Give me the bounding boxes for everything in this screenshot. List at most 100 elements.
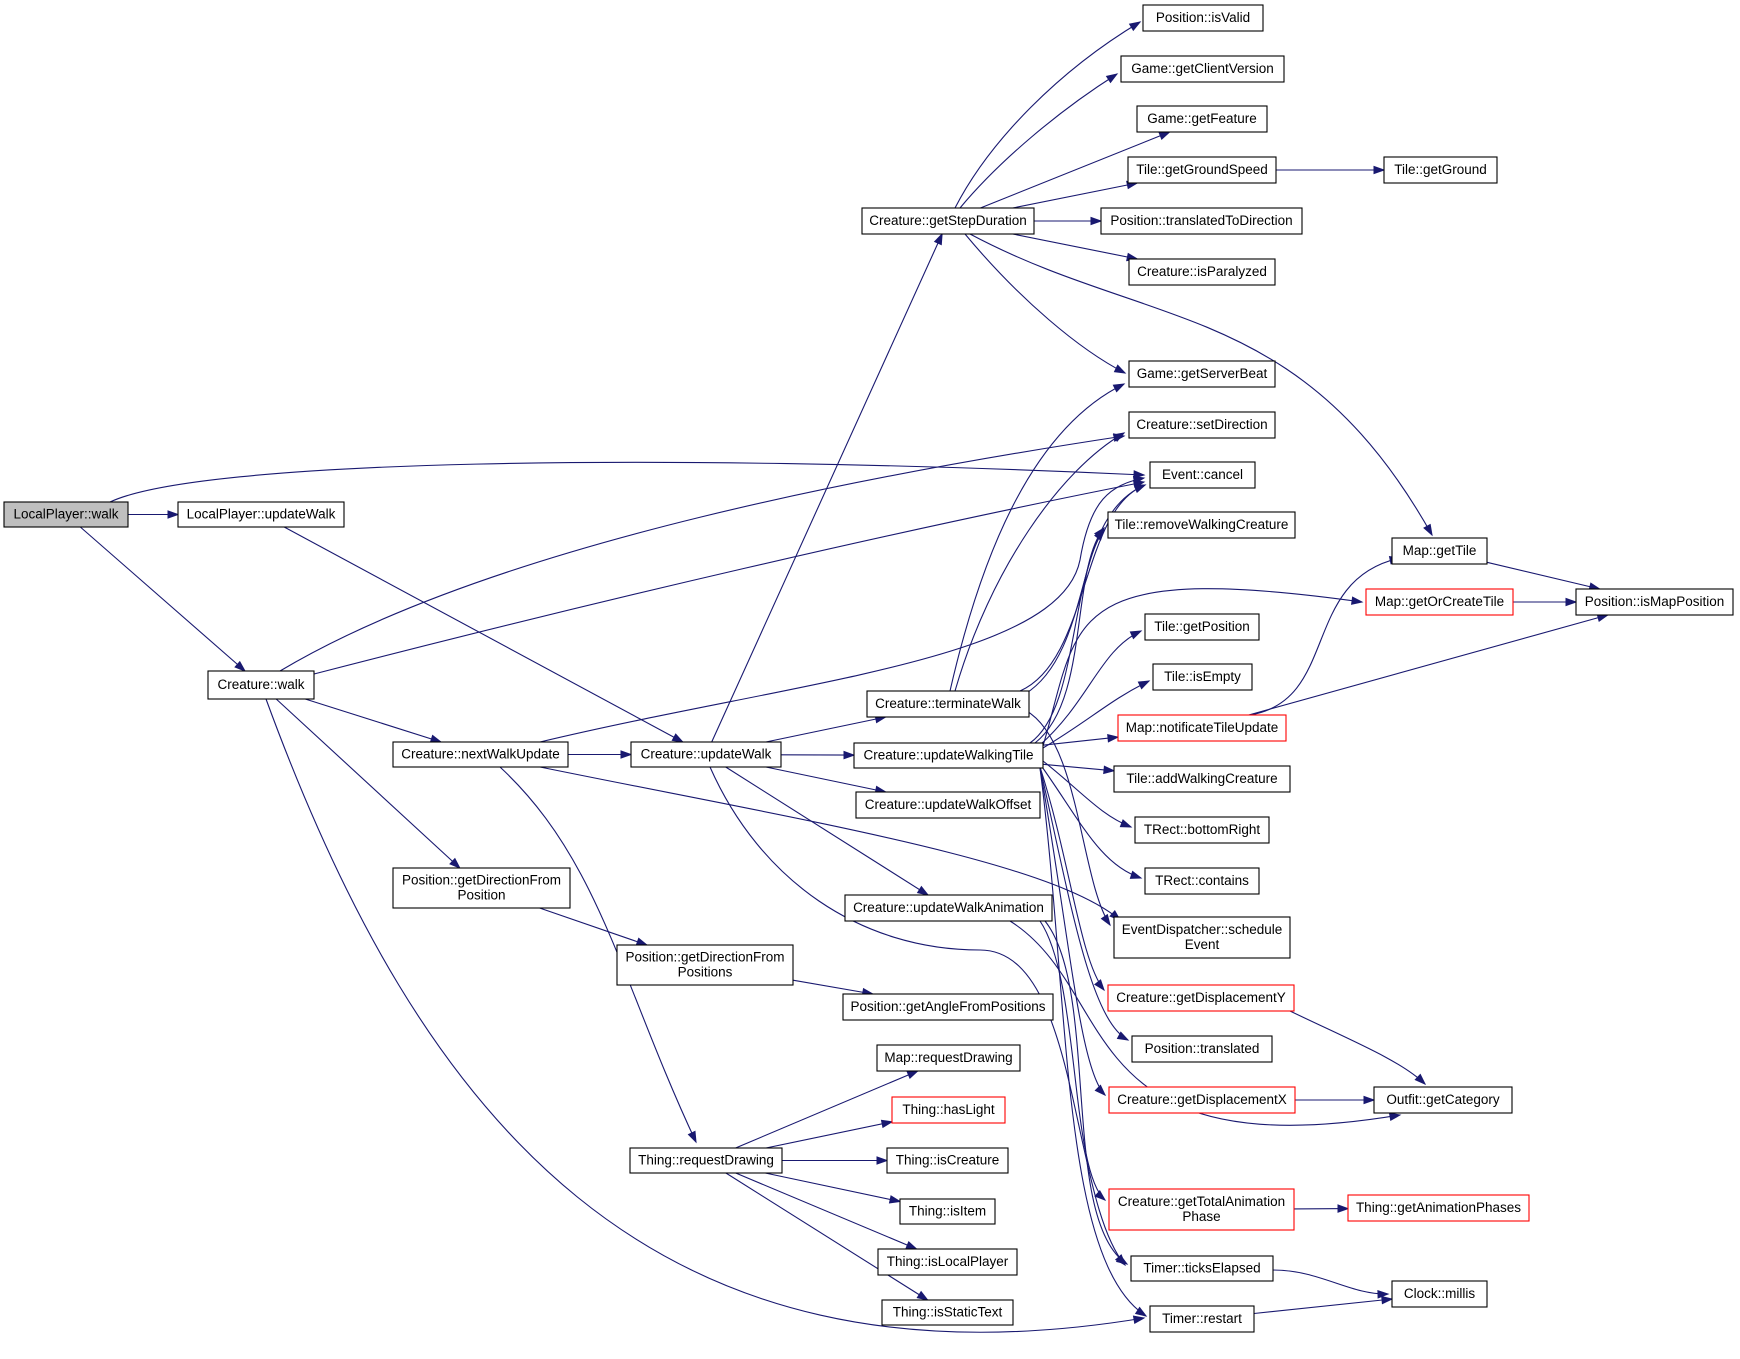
node-box bbox=[844, 894, 1053, 922]
call-edge-cr_updateWalkingTile-to-event_cancel bbox=[1029, 484, 1147, 744]
call-edge-cr_updateWalk-to-cr_updateWalkAnim bbox=[725, 766, 930, 896]
edge-line bbox=[539, 766, 1121, 921]
function-node-pos-translatedToDir[interactable]: Position::translatedToDirection bbox=[1100, 207, 1303, 235]
function-node-map-notificate[interactable]: Map::notificateTileUpdate bbox=[1117, 714, 1287, 742]
node-box bbox=[1127, 156, 1277, 184]
function-node-pos-angle[interactable]: Position::getAngleFromPositions bbox=[842, 993, 1054, 1021]
function-node-cr-terminateWalk[interactable]: Creature::terminateWalk bbox=[866, 690, 1030, 718]
function-node-pos-isValid[interactable]: Position::isValid bbox=[1142, 4, 1264, 32]
node-label: Tile::getGround bbox=[1394, 162, 1487, 177]
edge-line bbox=[964, 233, 1126, 374]
edge-line bbox=[1039, 763, 1142, 879]
function-node-cr-dispX[interactable]: Creature::getDisplacementX bbox=[1108, 1086, 1296, 1114]
function-node-trect-contains[interactable]: TRect::contains bbox=[1144, 867, 1260, 895]
arrowhead bbox=[1137, 680, 1151, 690]
edge-line bbox=[279, 435, 1125, 672]
call-edge-cr_terminateWalk-to-ed_schedule bbox=[1024, 709, 1111, 927]
edge-line bbox=[1039, 767, 1106, 1096]
node-label: Tile::removeWalkingCreature bbox=[1115, 517, 1289, 532]
arrowhead bbox=[1090, 216, 1103, 226]
node-box bbox=[1117, 714, 1287, 742]
call-edge-cr_walk-to-event_cancel bbox=[313, 479, 1146, 675]
call-edge-cr_updateWalkingTile-to-cr_dispX bbox=[1039, 767, 1107, 1097]
function-node-outfit-category[interactable]: Outfit::getCategory bbox=[1373, 1086, 1513, 1114]
function-node-tile-ground[interactable]: Tile::getGround bbox=[1383, 156, 1498, 184]
function-node-tile-groundSpeed[interactable]: Tile::getGroundSpeed bbox=[1127, 156, 1277, 184]
function-node-game-serverBeat[interactable]: Game::getServerBeat bbox=[1128, 360, 1276, 388]
node-label: Tile::getPosition bbox=[1154, 619, 1250, 634]
node-box bbox=[392, 867, 571, 909]
function-node-lp-walk[interactable]: LocalPlayer::walk bbox=[3, 501, 129, 528]
call-edge-cr_updateWalkingTile-to-tile_addWalking bbox=[1042, 763, 1116, 775]
function-node-thing-isItem[interactable]: Thing::isItem bbox=[899, 1198, 996, 1225]
call-edge-cr_updateWalkingTile-to-timer_restart bbox=[1039, 767, 1148, 1317]
function-node-game-clientVersion[interactable]: Game::getClientVersion bbox=[1120, 55, 1285, 83]
call-edge-cr_getStepDuration-to-pos_isValid bbox=[954, 21, 1142, 209]
function-node-cr-updateWalk[interactable]: Creature::updateWalk bbox=[630, 741, 782, 768]
arrowhead bbox=[1112, 383, 1126, 393]
function-node-pos-isMapPosition[interactable]: Position::isMapPosition bbox=[1575, 588, 1734, 616]
node-box bbox=[853, 742, 1044, 769]
node-label: LocalPlayer::walk bbox=[13, 507, 118, 522]
arrowhead bbox=[876, 1156, 889, 1165]
edge-line bbox=[765, 716, 886, 743]
arrowhead bbox=[1107, 733, 1120, 743]
function-node-map-reqDraw[interactable]: Map::requestDrawing bbox=[876, 1044, 1021, 1072]
node-label: Thing::isCreature bbox=[896, 1153, 1000, 1168]
node-box bbox=[616, 944, 794, 986]
function-node-trect-bottomRight[interactable]: TRect::bottomRight bbox=[1134, 816, 1270, 844]
function-node-timer-ticks[interactable]: Timer::ticksElapsed bbox=[1130, 1255, 1274, 1282]
function-node-map-getTile[interactable]: Map::getTile bbox=[1391, 537, 1488, 565]
arrowhead bbox=[933, 232, 943, 246]
edge-line bbox=[1042, 588, 1363, 747]
arrowhead bbox=[1103, 765, 1116, 775]
edge-line bbox=[1042, 680, 1150, 749]
function-node-timer-restart[interactable]: Timer::restart bbox=[1149, 1305, 1255, 1333]
function-node-game-feature[interactable]: Game::getFeature bbox=[1136, 105, 1268, 133]
function-node-cr-isParalyzed[interactable]: Creature::isParalyzed bbox=[1128, 258, 1276, 286]
node-box bbox=[855, 791, 1041, 819]
arrowhead bbox=[905, 1240, 918, 1250]
function-node-tile-addWalking[interactable]: Tile::addWalkingCreature bbox=[1113, 765, 1291, 793]
function-node-map-getOrCreate[interactable]: Map::getOrCreateTile bbox=[1365, 588, 1514, 616]
call-edge-cr_updateWalkAnim-to-timer_ticks bbox=[1044, 920, 1129, 1265]
function-node-clock-millis[interactable]: Clock::millis bbox=[1391, 1280, 1488, 1308]
function-node-cr-updateWalkAnim[interactable]: Creature::updateWalkAnimation bbox=[844, 894, 1053, 922]
function-node-cr-dispY[interactable]: Creature::getDisplacementY bbox=[1107, 984, 1295, 1012]
edge-line bbox=[1012, 182, 1138, 209]
call-edges bbox=[79, 21, 1610, 1333]
function-node-thing-hasLight[interactable]: Thing::hasLight bbox=[891, 1096, 1006, 1124]
call-edge-cr_getStepDuration-to-pos_translatedToDir bbox=[1034, 216, 1103, 226]
function-node-tile-isEmpty[interactable]: Tile::isEmpty bbox=[1152, 663, 1253, 691]
node-label: Game::getServerBeat bbox=[1137, 366, 1268, 381]
call-edge-cr_updateWalkingTile-to-trect_contains bbox=[1039, 763, 1143, 879]
function-node-thing-isStaticText[interactable]: Thing::isStaticText bbox=[881, 1299, 1014, 1326]
arrowhead bbox=[1128, 21, 1142, 32]
function-node-thing-isCreature[interactable]: Thing::isCreature bbox=[886, 1147, 1009, 1174]
function-node-cr-nextWalkUpdate[interactable]: Creature::nextWalkUpdate bbox=[392, 741, 569, 768]
function-node-cr-getStepDuration[interactable]: Creature::getStepDuration bbox=[861, 207, 1035, 235]
function-node-cr-updateWalkOffset[interactable]: Creature::updateWalkOffset bbox=[855, 791, 1041, 819]
function-node-lp-updateWalk[interactable]: LocalPlayer::updateWalk bbox=[177, 501, 345, 528]
arrowhead bbox=[1363, 1095, 1376, 1105]
function-node-cr-updateWalkingTile[interactable]: Creature::updateWalkingTile bbox=[853, 742, 1044, 769]
call-edge-cr_walk-to-timer_restart bbox=[265, 698, 1146, 1333]
node-label: Thing::isItem bbox=[909, 1204, 986, 1219]
arrowhead bbox=[1132, 475, 1146, 485]
function-node-thing-isLocalPlayer[interactable]: Thing::isLocalPlayer bbox=[877, 1248, 1018, 1276]
function-node-cr-setDirection[interactable]: Creature::setDirection bbox=[1128, 411, 1276, 439]
function-node-cr-walk[interactable]: Creature::walk bbox=[207, 670, 315, 700]
function-node-thing-animPhases[interactable]: Thing::getAnimationPhases bbox=[1347, 1194, 1530, 1222]
function-node-pos-translated[interactable]: Position::translated bbox=[1131, 1035, 1273, 1063]
function-node-event-cancel[interactable]: Event::cancel bbox=[1149, 461, 1256, 489]
function-node-thing-reqDraw[interactable]: Thing::requestDrawing bbox=[629, 1147, 783, 1174]
function-node-tile-removeWalking[interactable]: Tile::removeWalkingCreature bbox=[1107, 511, 1296, 539]
node-box bbox=[1383, 156, 1498, 184]
function-node-tile-getPosition[interactable]: Tile::getPosition bbox=[1144, 613, 1260, 641]
node-box bbox=[1113, 916, 1291, 959]
call-edge-thing_reqDraw-to-thing_hasLight bbox=[765, 1119, 894, 1149]
